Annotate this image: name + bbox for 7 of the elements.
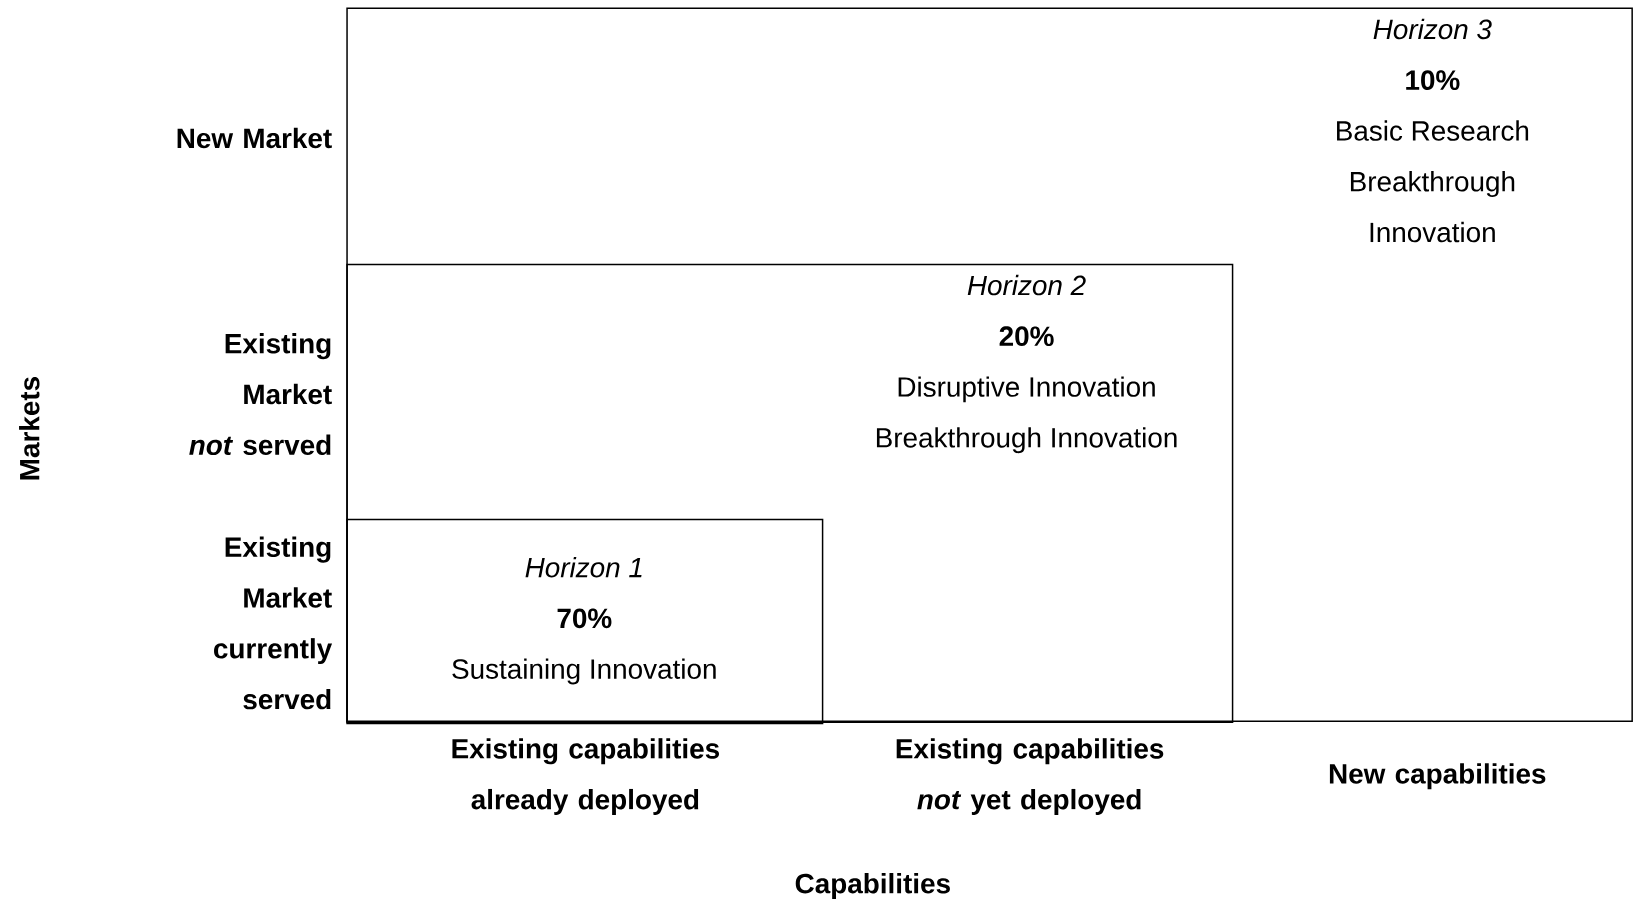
column-label: New capabilities <box>1329 763 1546 790</box>
horizon-box: Horizon 1 70% Sustaining Innovation <box>346 518 824 725</box>
row-label: New Market <box>177 127 332 149</box>
column-label: Existing capabilities not yet deployed <box>896 738 1164 815</box>
row-label: Existing Market not served <box>189 333 332 456</box>
axis-title: Capabilities <box>795 873 950 899</box>
axis-title: Markets <box>19 377 40 480</box>
